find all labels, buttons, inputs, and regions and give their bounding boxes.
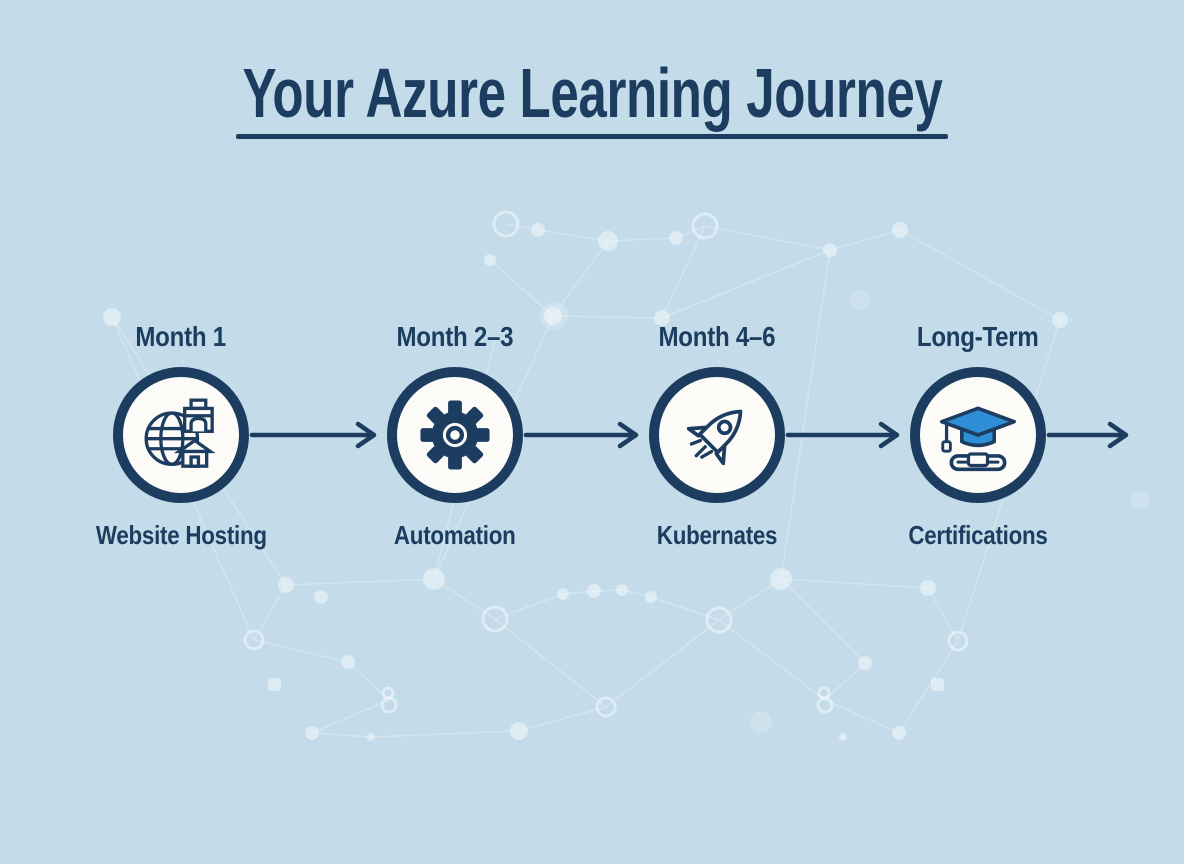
topic-label: Website Hosting (95, 520, 267, 550)
gear-icon (420, 400, 490, 470)
milestone-circle (387, 367, 523, 503)
milestone-kubernates: Month 4–6 Kubernates (597, 320, 837, 550)
period-label: Long-Term (917, 321, 1039, 352)
title-underline (236, 133, 948, 139)
milestone-circle (113, 367, 249, 503)
page-title: Your Azure Learning Journey (241, 54, 942, 132)
milestone-circle (649, 367, 785, 503)
graduation-cap-icon (940, 406, 1016, 472)
milestone-circle (910, 367, 1046, 503)
milestone-certifications: Long-Term Certifications (858, 320, 1098, 550)
topic-label: Certifications (908, 520, 1048, 550)
milestone-website-hosting: Month 1 (61, 320, 301, 550)
topic-label: Automation (394, 520, 516, 550)
milestone-automation: Month 2–3 Automation (335, 320, 575, 550)
period-label: Month 1 (135, 321, 227, 352)
topic-label: Kubernates (656, 520, 778, 550)
rocket-icon (686, 409, 743, 466)
period-label: Month 2–3 (396, 321, 514, 352)
period-label: Month 4–6 (658, 321, 776, 352)
globe-hosting-icon (144, 398, 216, 468)
header: Your Azure Learning Journey (0, 54, 1184, 139)
